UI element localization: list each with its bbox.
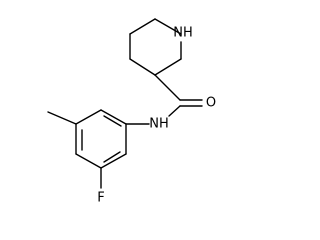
- bond-c3-carbonyl: [154, 74, 181, 101]
- bond-carbonyl-amide-n: [168, 105, 181, 117]
- bond-ar-inner-3: [103, 151, 121, 163]
- bond-c2-c3: [129, 18, 156, 35]
- bond-methyl: [47, 111, 77, 125]
- molecule-structure: NH O NH F: [47, 18, 216, 206]
- bond-n1-c2: [154, 18, 182, 35]
- bond-ar5-ar6: [100, 153, 127, 169]
- label-piperidine-nh: NH: [173, 26, 193, 41]
- bond-c4-c5: [129, 58, 156, 76]
- bond-ar4-ar5: [75, 153, 102, 169]
- label-fluorine: F: [97, 191, 104, 206]
- label-amide-nh: NH: [149, 117, 169, 132]
- bond-ar-inner-1: [103, 115, 122, 127]
- bond-c5-c6: [154, 58, 182, 76]
- structure-canvas: NH O NH F: [47, 18, 216, 206]
- bond-ar1-ar2: [100, 109, 127, 125]
- label-carbonyl-o: O: [206, 96, 216, 111]
- bond-ar2-ar3: [75, 109, 102, 125]
